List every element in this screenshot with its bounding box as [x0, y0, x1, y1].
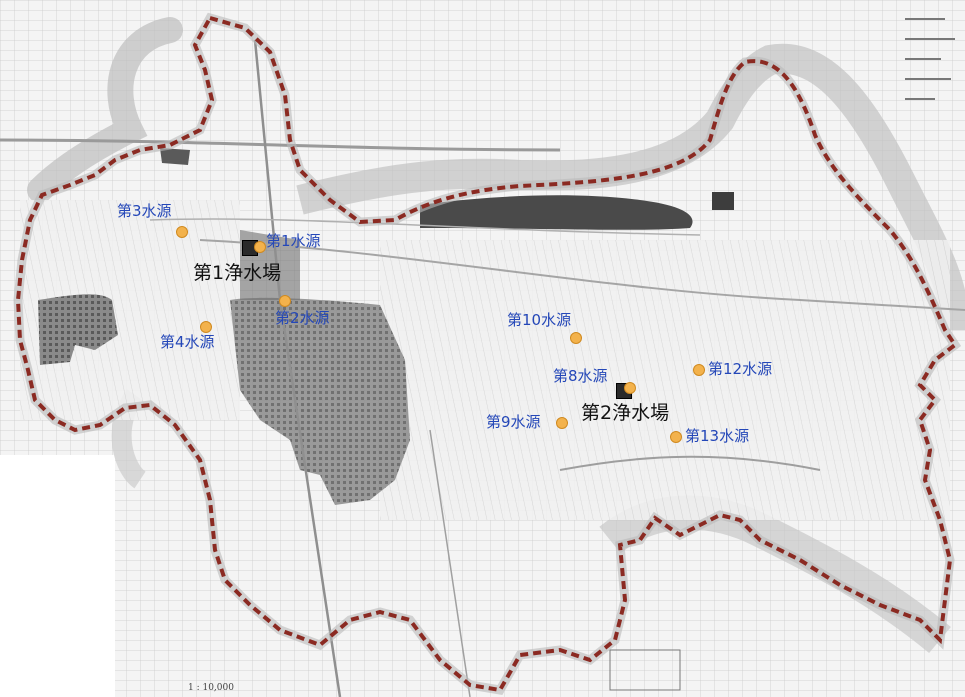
urban-area-west: [38, 294, 118, 365]
river-halo-nw: [27, 17, 183, 203]
source-dot-1[interactable]: [254, 241, 266, 253]
river-halo-north: [296, 43, 965, 331]
source-label-13: 第13水源: [685, 427, 750, 445]
source-dot-9[interactable]: [556, 417, 568, 429]
source-label-8: 第8水源: [553, 367, 608, 385]
source-label-12: 第12水源: [708, 360, 773, 378]
source-label-2: 第2水源: [275, 309, 330, 327]
source-dot-2[interactable]: [279, 295, 291, 307]
source-dot-12[interactable]: [693, 364, 705, 376]
source-label-9: 第9水源: [486, 413, 541, 431]
source-dot-10[interactable]: [570, 332, 582, 344]
source-dot-4[interactable]: [200, 321, 212, 333]
urban-area-central: [230, 297, 410, 505]
map-margin: [0, 455, 115, 697]
municipal-boundary: [15, 15, 958, 693]
source-label-10: 第10水源: [507, 311, 572, 329]
scale-label: 1 : 10,000: [188, 683, 234, 693]
source-label-1: 第1水源: [266, 232, 321, 250]
plant-label-1: 第1浄水場: [193, 262, 282, 284]
source-dot-3[interactable]: [176, 226, 188, 238]
source-label-3: 第3水源: [117, 202, 172, 220]
source-label-4: 第4水源: [160, 333, 215, 351]
source-dot-8[interactable]: [624, 382, 636, 394]
plant-label-2: 第2浄水場: [581, 402, 670, 424]
reservoir: [420, 195, 693, 230]
source-dot-13[interactable]: [670, 431, 682, 443]
map-legend: [905, 8, 957, 128]
